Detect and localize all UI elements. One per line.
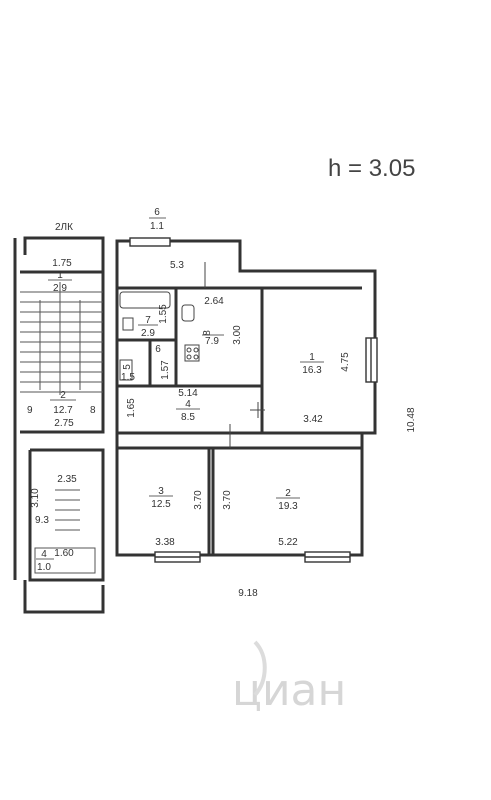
room5-num: 5 (122, 364, 133, 370)
stair-left-mark: 9 (27, 405, 33, 416)
room8-dim-v: 3.00 (232, 325, 243, 345)
room3-num: 3 (158, 486, 164, 497)
lower-small-area: 1.0 (37, 562, 51, 573)
room6-dim: 1.57 (160, 360, 171, 380)
room3-dim-v: 3.70 (193, 490, 204, 510)
outer-dim-right: 10.48 (406, 407, 417, 432)
room7-area: 2.9 (141, 328, 155, 339)
lower-small-dim: 1.60 (54, 548, 74, 559)
windows (129, 237, 378, 563)
room2-dim-v: 3.70 (222, 490, 233, 510)
watermark: циан (232, 665, 346, 716)
room1-dim-v: 4.75 (340, 352, 351, 372)
room4-dim-h: 5.14 (178, 388, 198, 399)
lower-dim-v: 3.10 (30, 488, 41, 508)
fixtures (119, 262, 265, 448)
lower-small-num: 4 (41, 549, 47, 560)
room2-num: 2 (285, 488, 291, 499)
room8-area: 7.9 (205, 336, 219, 347)
room8-dim-h: 2.64 (204, 296, 224, 307)
fraction-6-num: 6 (154, 207, 160, 218)
stair-right-mark: 8 (90, 405, 96, 416)
room4-area: 8.5 (181, 412, 195, 423)
room1-num: 1 (309, 352, 315, 363)
stair-mid-area: 12.7 (53, 405, 73, 416)
stair-top-area: 2.9 (53, 283, 67, 294)
room7-dim: 1.55 (158, 304, 169, 324)
room7-num: 7 (145, 315, 151, 326)
fraction-6-den: 1.1 (150, 221, 164, 232)
room3-dim-h: 3.38 (155, 537, 175, 548)
room8-num: 8 (202, 330, 213, 336)
room6-num: 6 (155, 344, 161, 355)
stair-top-dim: 1.75 (52, 258, 72, 269)
outer-dim-top: 5.3 (170, 260, 184, 271)
room1-dim-h: 3.42 (303, 414, 323, 425)
stair-mid-dim: 2.75 (54, 418, 74, 429)
room1-area: 16.3 (302, 365, 322, 376)
lower-area: 9.3 (35, 515, 49, 526)
lower-dim-h: 2.35 (57, 474, 77, 485)
room5-area: 1.5 (121, 372, 135, 383)
ceiling-height-label: h = 3.05 (328, 155, 415, 182)
balcony-label: 2ЛК (55, 222, 73, 233)
outer-dim-bottom: 9.18 (238, 588, 258, 599)
room4-num: 4 (185, 399, 191, 410)
stair-steps (20, 282, 103, 574)
room2-area: 19.3 (278, 501, 298, 512)
stairwell-walls (13, 236, 105, 614)
room3-area: 12.5 (151, 499, 171, 510)
stair-top-num: 1 (57, 270, 63, 281)
room4-dim-v: 1.65 (126, 398, 137, 418)
stair-mid-num: 2 (60, 390, 66, 401)
watermark-logo (253, 640, 267, 697)
room2-dim-h: 5.22 (278, 537, 298, 548)
